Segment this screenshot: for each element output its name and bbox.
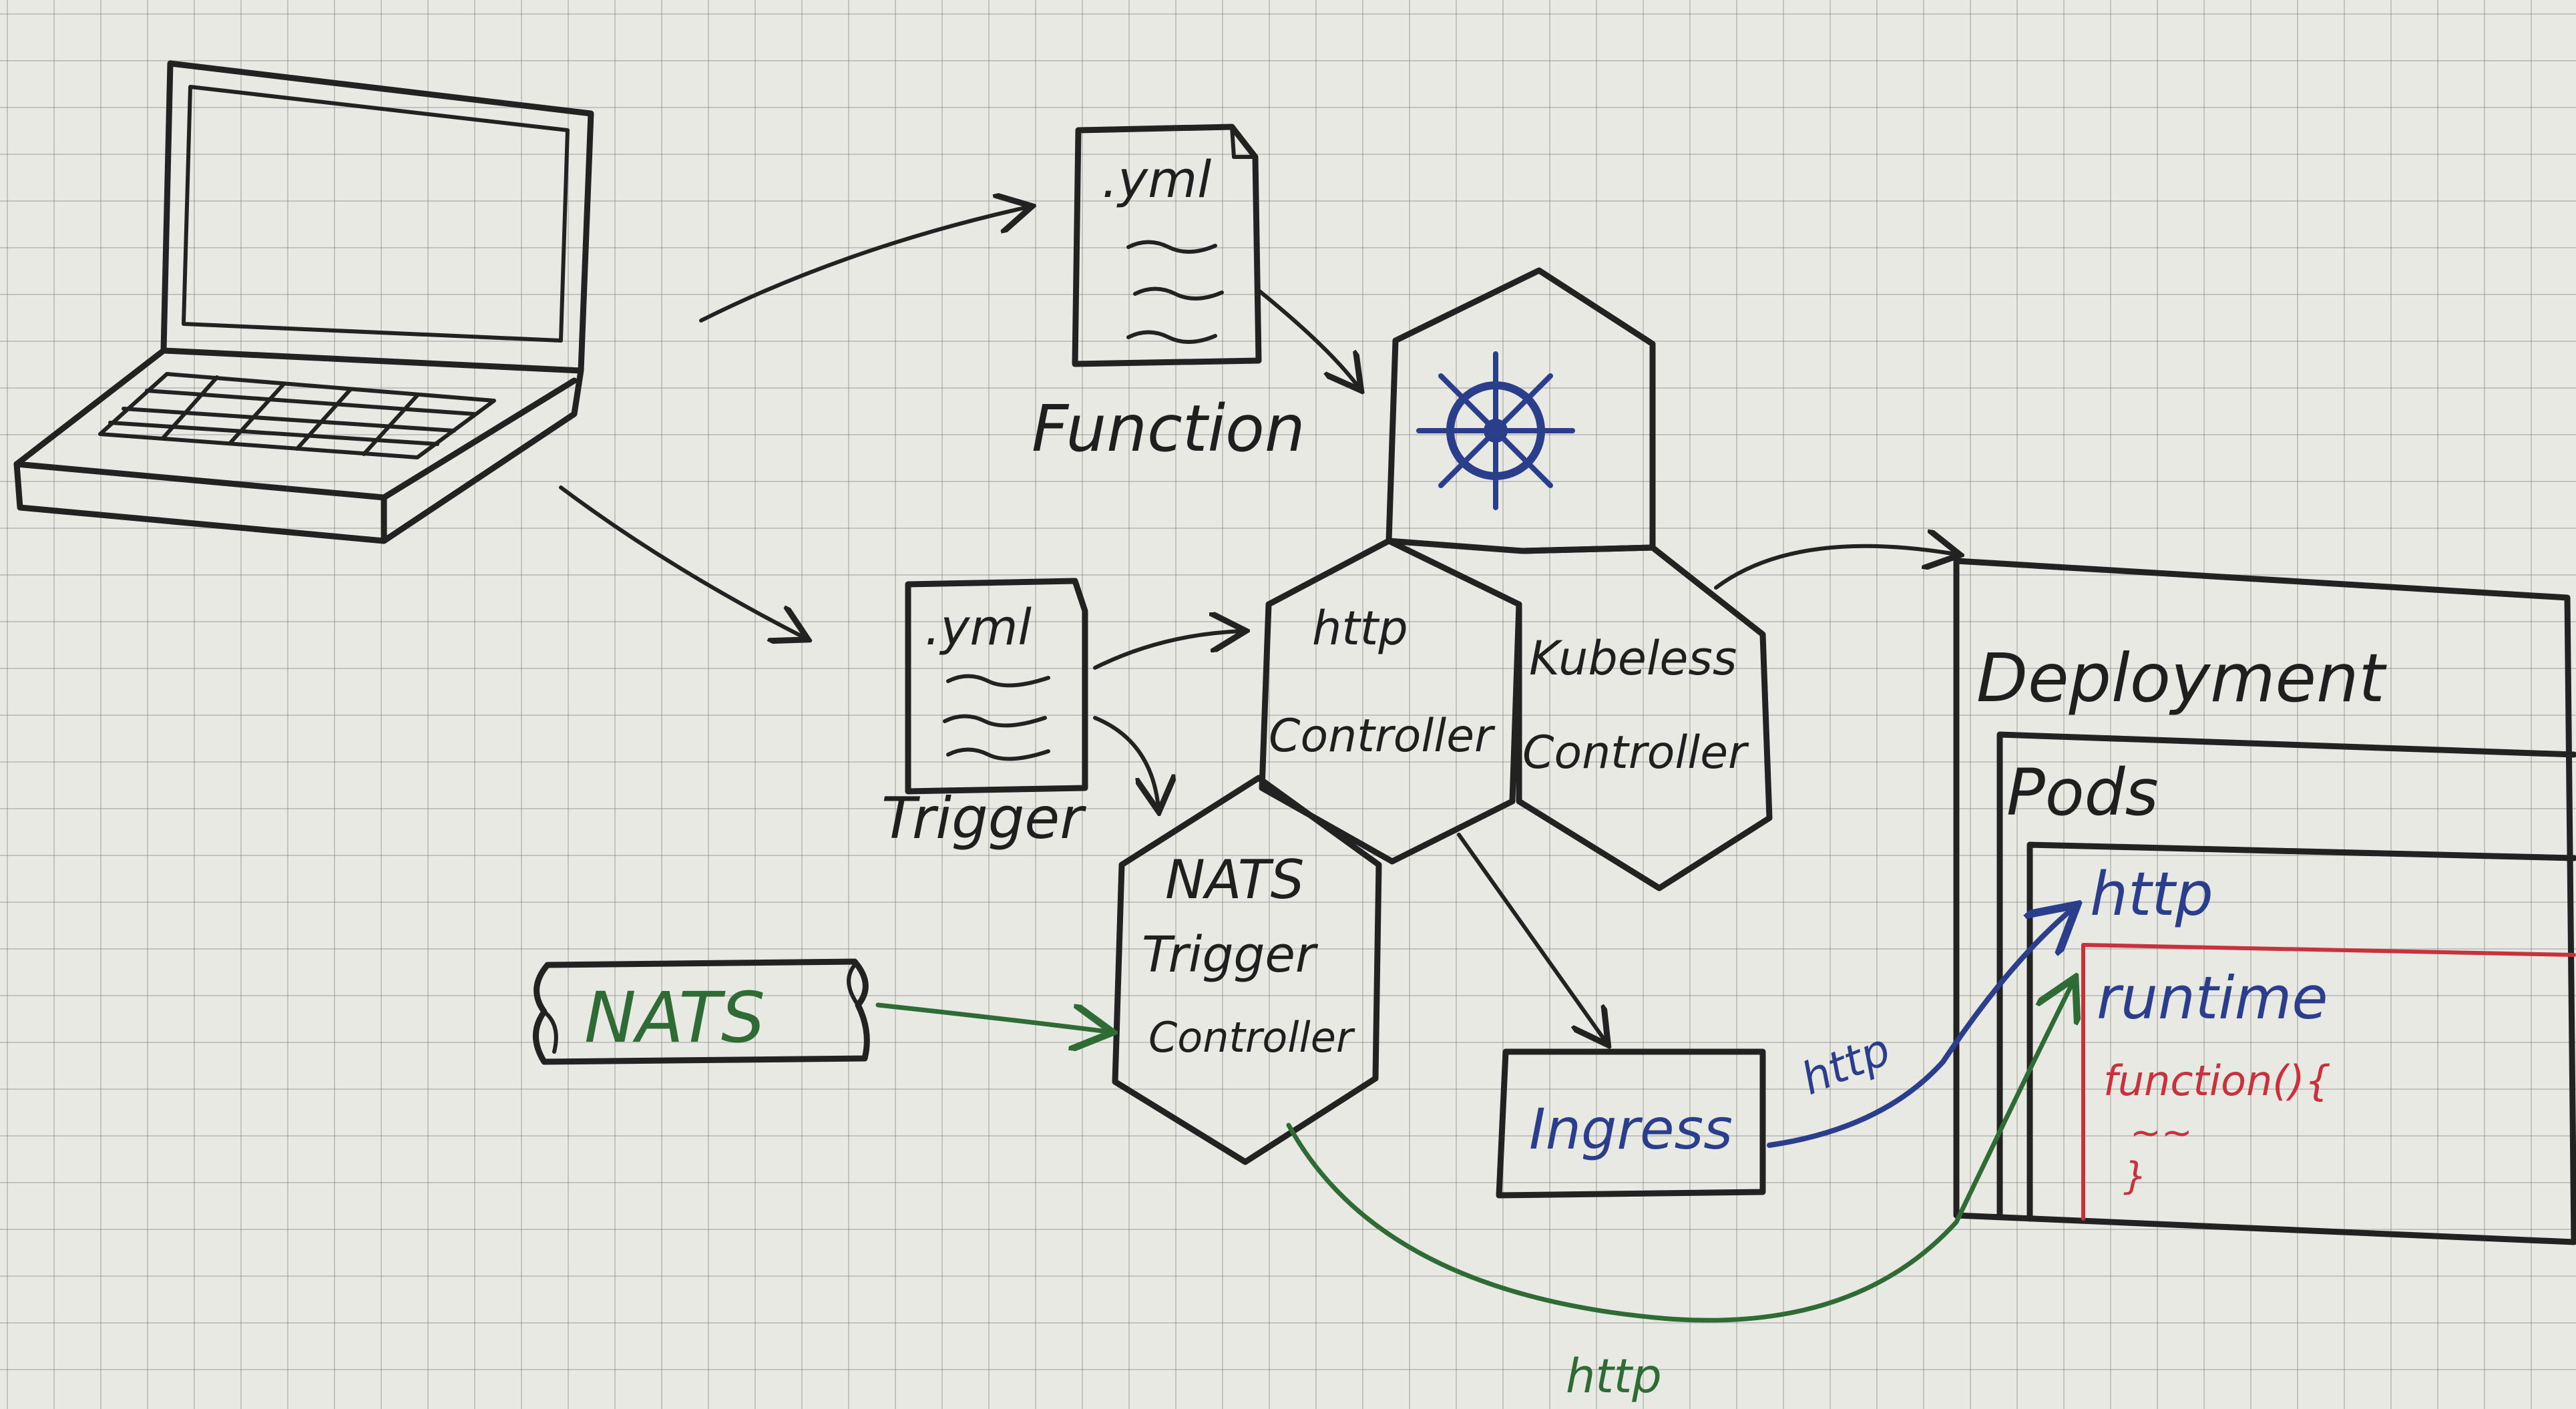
code-line-1: function(){ [2103,1056,2331,1105]
nats-source-label: NATS [584,977,765,1058]
kubeless-controller-hexagon: Kubeless Controller [1516,544,1773,891]
function-caption: Function [1032,391,1305,466]
ingress-to-pod-http-arrow [1767,908,2073,1148]
code-line-3: } [2123,1155,2147,1198]
trigger-yml-extension: .yml [925,599,1032,656]
http-controller-line-1: http [1312,601,1408,656]
function-yml-extension: .yml [1102,150,1211,209]
function-yml-file: .yml [1072,124,1262,367]
http-controller-line-2: Controller [1269,710,1496,763]
http-controller-hexagon: http Controller [1259,538,1522,865]
runtime-container: runtime function(){ ~~ } [2081,943,2576,1221]
deployment-title: Deployment [1976,639,2387,717]
nats-controller-line-3: Controller [1148,1013,1355,1062]
kubeless-controller-to-deployment-arrow [1714,546,1956,590]
kubernetes-hexagon [1385,267,1656,554]
nats-http-edge-label: http [1566,1349,1662,1404]
http-controller-to-ingress-arrow [1457,833,1606,1042]
laptop-to-function-arrow [699,207,1028,323]
ingress-label: Ingress [1529,1096,1733,1162]
kubernetes-helm-icon [1416,351,1575,510]
pods-title: Pods [2006,755,2159,830]
trigger-to-nats-controller-arrow [1093,716,1158,808]
nats-controller-line-1: NATS [1165,849,1304,911]
runtime-label: runtime [2097,964,2328,1032]
code-line-2: ~~ [2130,1111,2193,1155]
laptop-to-trigger-arrow [559,485,805,638]
ingress-http-edge-label: http [1794,1024,1897,1105]
trigger-yml-file: .yml [905,578,1088,795]
pods-box: Pods http runtime function(){ ~~ } [1996,731,2576,1222]
trigger-caption: Trigger [881,785,1086,852]
pod-http-label: http [2090,859,2213,930]
nats-controller-to-runtime-arrow [1286,982,2073,1323]
nats-trigger-controller-hexagon: NATS Trigger Controller [1112,775,1382,1165]
nats-source-scroll: NATS [533,958,870,1065]
nats-to-trigger-controller-arrow [875,1002,1108,1032]
deployment-box: Deployment Pods http runtime function(){… [1953,558,2576,1245]
nats-controller-line-2: Trigger [1142,926,1319,984]
kubeless-controller-line-2: Controller [1522,727,1749,779]
trigger-to-http-controller-arrow [1093,631,1242,670]
kubeless-controller-line-1: Kubeless [1529,631,1737,686]
ingress-box: Ingress [1496,1048,1766,1199]
laptop-icon [13,60,594,544]
function-to-kubernetes-arrow [1257,288,1359,387]
